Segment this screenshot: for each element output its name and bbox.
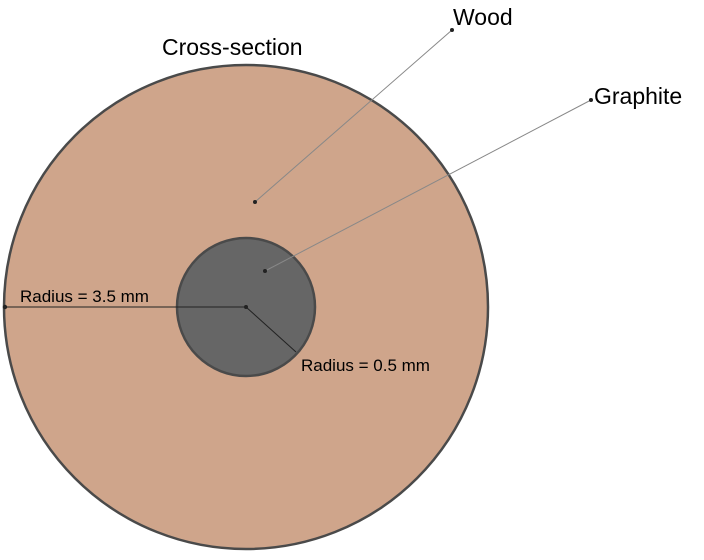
- wood-label: Wood: [453, 4, 513, 30]
- graphite-label: Graphite: [594, 83, 682, 109]
- wood-leader-end: [450, 28, 454, 32]
- inner-radius-line: [245, 306, 297, 353]
- outer-radius-label: Radius = 3.5 mm: [20, 287, 149, 306]
- graphite-leader-end: [589, 98, 593, 102]
- diagram-title: Cross-section: [162, 34, 303, 60]
- wood-leader-anchor: [253, 200, 257, 204]
- graphite-leader-line: [264, 99, 592, 272]
- graphite-leader-anchor: [263, 269, 267, 273]
- wood-leader-line: [254, 29, 453, 203]
- outer-radius-endpoint: [2, 304, 8, 310]
- center-point: [244, 305, 248, 309]
- inner-radius-label: Radius = 0.5 mm: [301, 356, 430, 375]
